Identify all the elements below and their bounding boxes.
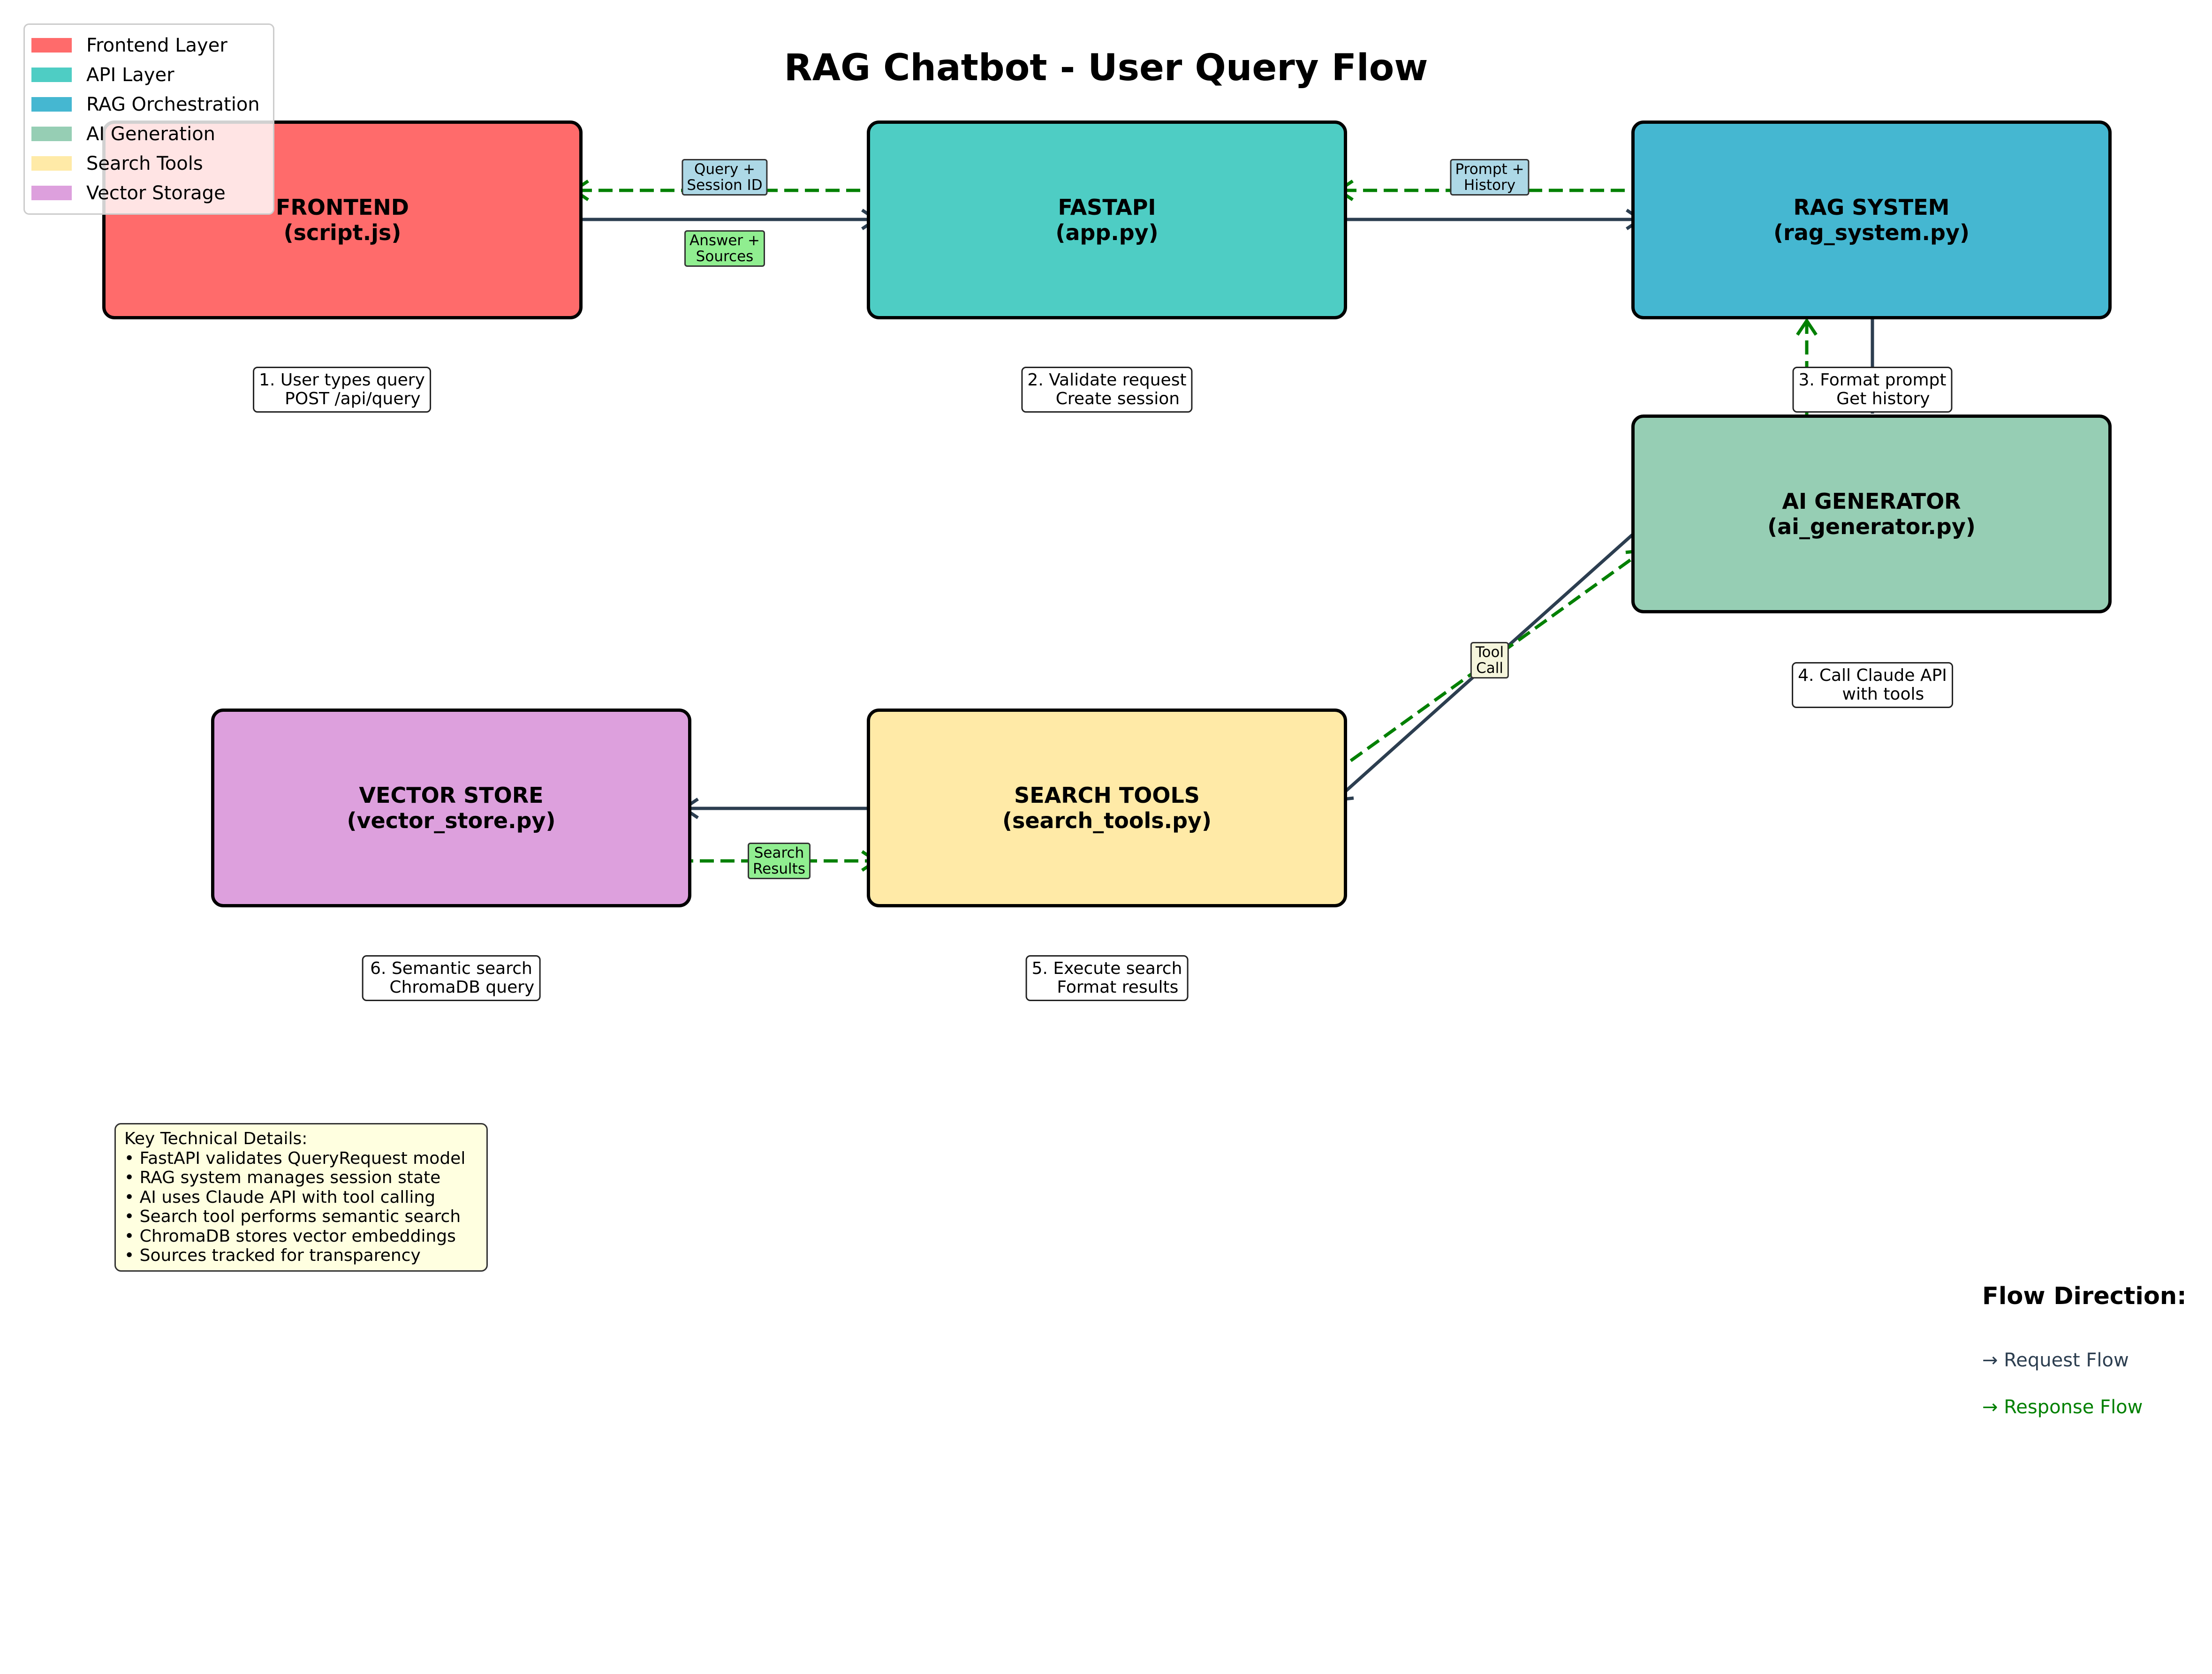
legend-swatch — [31, 68, 72, 82]
rag-system-box: RAG SYSTEM (rag_system.py) — [1631, 121, 2112, 319]
legend-label: AI Generation — [86, 123, 216, 145]
search-tools-name: SEARCH TOOLS — [1014, 783, 1200, 808]
search-tools-box: SEARCH TOOLS (search_tools.py) — [867, 709, 1347, 907]
technical-details-title: Key Technical Details: — [124, 1129, 308, 1148]
arrowhead-ai-to-rag — [1796, 317, 1818, 336]
legend-item: Frontend Layer — [31, 30, 266, 60]
technical-detail-item: • AI uses Claude API with tool calling — [124, 1187, 436, 1207]
legend-swatch — [31, 186, 72, 200]
legend-label: Vector Storage — [86, 182, 226, 204]
fastapi-name: FASTAPI — [1058, 195, 1156, 220]
fastapi-box: FASTAPI (app.py) — [867, 121, 1347, 319]
technical-detail-item: • Sources tracked for transparency — [124, 1246, 421, 1265]
tool-call-label: Tool Call — [1470, 642, 1509, 679]
step-6-note: 6. Semantic search ChromaDB query — [362, 955, 541, 1001]
legend-swatch — [31, 127, 72, 141]
technical-detail-item: • Search tool performs semantic search — [124, 1207, 461, 1226]
legend-item: API Layer — [31, 60, 266, 90]
vector-store-name: VECTOR STORE — [359, 783, 544, 808]
legend-swatch — [31, 38, 72, 53]
legend-label: Frontend Layer — [86, 34, 227, 56]
request-flow-key: → Request Flow — [1982, 1350, 2129, 1371]
search-results-label: Search Results — [748, 843, 811, 879]
legend-label: Search Tools — [86, 152, 203, 174]
answer-sources-label: Answer + Sources — [684, 230, 765, 267]
frontend-file: (script.js) — [283, 220, 401, 245]
frontend-name: FRONTEND — [276, 195, 409, 220]
query-session-label: Query + Session ID — [682, 159, 768, 196]
response-flow-key: → Response Flow — [1982, 1396, 2143, 1418]
ai-generator-file: (ai_generator.py) — [1767, 514, 1976, 539]
vector-store-box: VECTOR STORE (vector_store.py) — [211, 709, 691, 907]
rag-system-name: RAG SYSTEM — [1793, 195, 1950, 220]
ai-generator-box: AI GENERATOR (ai_generator.py) — [1631, 415, 2112, 613]
step-3-note: 3. Format prompt Get history — [1792, 367, 1953, 413]
step-5-note: 5. Execute search Format results — [1025, 955, 1189, 1001]
vector-store-file: (vector_store.py) — [347, 808, 556, 833]
step-2-note: 2. Validate request Create session — [1021, 367, 1193, 413]
legend-swatch — [31, 97, 72, 112]
step-1-note: 1. User types query POST /api/query — [253, 367, 431, 413]
technical-detail-item: • RAG system manages session state — [124, 1168, 441, 1187]
diagram-title: RAG Chatbot - User Query Flow — [784, 47, 1428, 89]
rag-system-file: (rag_system.py) — [1773, 220, 1970, 245]
flow-direction-title: Flow Direction: — [1982, 1282, 2187, 1310]
step-4-note: 4. Call Claude API with tools — [1792, 662, 1953, 708]
legend-item: RAG Orchestration — [31, 90, 266, 119]
legend-item: Search Tools — [31, 149, 266, 178]
technical-detail-item: • FastAPI validates QueryRequest model — [124, 1148, 466, 1168]
fastapi-file: (app.py) — [1055, 220, 1159, 245]
flow-direction-key: Flow Direction: → Request Flow → Respons… — [1982, 1282, 2187, 1418]
legend-swatch — [31, 156, 72, 171]
legend-item: AI Generation — [31, 119, 266, 149]
technical-detail-item: • ChromaDB stores vector embeddings — [124, 1226, 456, 1246]
prompt-history-label: Prompt + History — [1450, 159, 1530, 196]
legend-item: Vector Storage — [31, 178, 266, 208]
legend-label: API Layer — [86, 64, 174, 86]
ai-generator-name: AI GENERATOR — [1782, 489, 1961, 514]
search-tools-file: (search_tools.py) — [1002, 808, 1212, 833]
legend-label: RAG Orchestration — [86, 93, 260, 115]
technical-details-box: Key Technical Details: • FastAPI validat… — [114, 1123, 488, 1272]
